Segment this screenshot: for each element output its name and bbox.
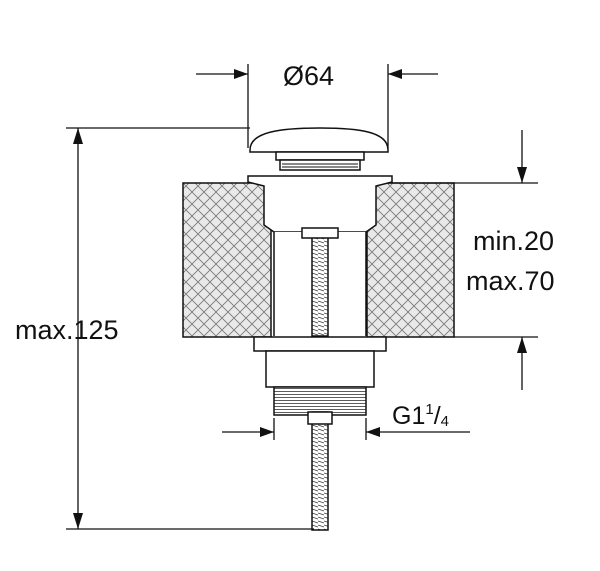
thread-slash: / bbox=[434, 402, 441, 430]
thread-section bbox=[273, 386, 367, 416]
dimension-lines bbox=[66, 64, 538, 530]
thickness-max-label: max.70 bbox=[466, 266, 555, 296]
valve-body bbox=[247, 127, 393, 531]
flange bbox=[247, 175, 393, 233]
lower-rod-collar bbox=[307, 411, 333, 425]
cap-neck bbox=[275, 151, 365, 161]
lock-nut bbox=[253, 336, 387, 352]
diameter-symbol: Ø bbox=[283, 61, 304, 91]
diameter-value: 64 bbox=[304, 61, 334, 91]
basin-wall bbox=[182, 182, 455, 338]
basin-wall-left bbox=[182, 182, 272, 338]
rod-head bbox=[301, 227, 339, 239]
thickness-min-label: min.20 bbox=[473, 226, 554, 256]
diameter-label: Ø64 bbox=[283, 61, 334, 91]
lower-rod bbox=[311, 411, 329, 531]
height-max-label: max.125 bbox=[15, 315, 119, 345]
thread-label: G11/4 bbox=[392, 401, 449, 430]
thread-denominator: 4 bbox=[441, 413, 449, 430]
control-rod bbox=[311, 235, 329, 337]
thread-numerator: 1 bbox=[425, 401, 433, 418]
nut-body bbox=[265, 350, 375, 388]
valve-cap bbox=[249, 127, 389, 153]
cap-seal bbox=[279, 159, 361, 171]
basin-wall-right bbox=[366, 182, 455, 338]
thread-base: G1 bbox=[392, 402, 425, 430]
